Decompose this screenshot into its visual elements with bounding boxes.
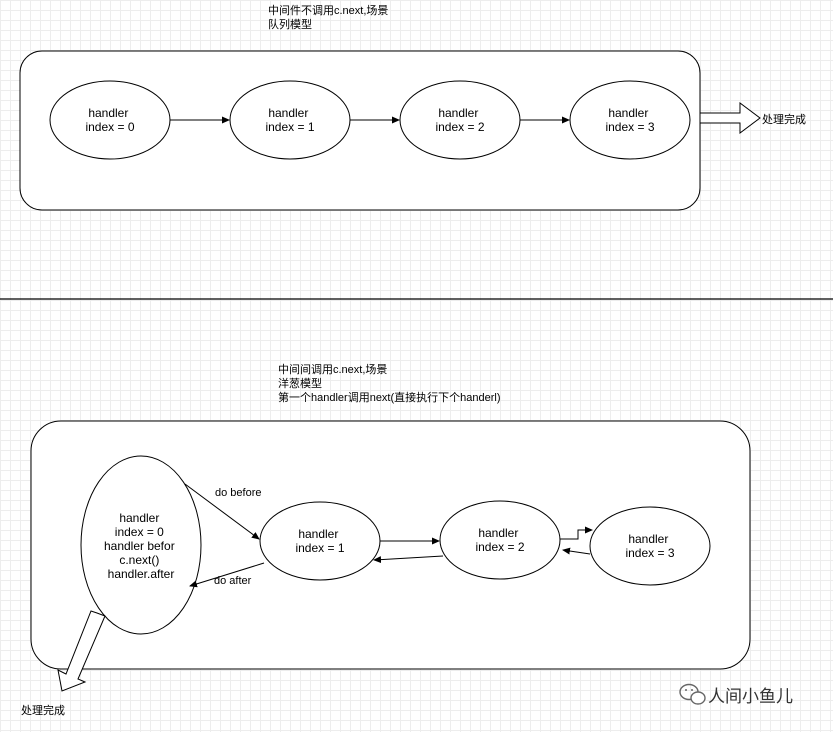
top-title: 中间件不调用c.next,场景 队列模型 <box>268 3 391 31</box>
top-node-1: handler index = 1 <box>229 80 351 160</box>
edge-2-3-forward <box>560 526 593 540</box>
watermark-text: 人间小鱼儿 <box>708 687 793 707</box>
svg-text:handler index = 0: handler index = 0 handler befor c.next()… <box>104 511 178 581</box>
bottom-node-2: handler index = 2 <box>439 500 561 580</box>
queue-model-container <box>19 50 701 211</box>
edge-do-before <box>184 483 260 540</box>
top-node-0: handler index = 0 <box>49 80 171 160</box>
svg-text:handler index = 1: handler index = 1 <box>265 106 314 134</box>
svg-text:handler index = 2: handler index = 2 <box>475 526 524 554</box>
bottom-done-arrow <box>57 610 106 692</box>
edge-3-2-return <box>562 547 591 555</box>
svg-text:handler index = 3: handler index = 3 <box>625 532 674 560</box>
bottom-title: 中间间调用c.next,场景 洋葱模型 第一个handler调用next(直接执… <box>278 362 501 404</box>
top-node-2: handler index = 2 <box>399 80 521 160</box>
svg-text:handler index = 3: handler index = 3 <box>605 106 654 134</box>
top-node-3: handler index = 3 <box>569 80 691 160</box>
top-done-arrow <box>699 102 761 134</box>
bottom-done-label: 处理完成 <box>21 703 65 717</box>
watermark: 人间小鱼儿 <box>679 683 793 707</box>
svg-text:handler index = 0: handler index = 0 <box>85 106 134 134</box>
top-done-label: 处理完成 <box>762 112 806 126</box>
bottom-node-1: handler index = 1 <box>259 501 381 581</box>
bottom-node-0: handler index = 0 handler befor c.next()… <box>80 455 202 635</box>
wechat-icon <box>679 683 706 705</box>
do-after-label: do after <box>214 575 252 587</box>
onion-model-container <box>30 420 751 670</box>
edge-2-1-return <box>373 555 444 564</box>
svg-text:handler index = 2: handler index = 2 <box>435 106 484 134</box>
edge-do-after <box>189 562 265 588</box>
do-before-label: do before <box>215 487 261 499</box>
svg-text:handler index = 1: handler index = 1 <box>295 527 344 555</box>
bottom-node-3: handler index = 3 <box>589 506 711 586</box>
